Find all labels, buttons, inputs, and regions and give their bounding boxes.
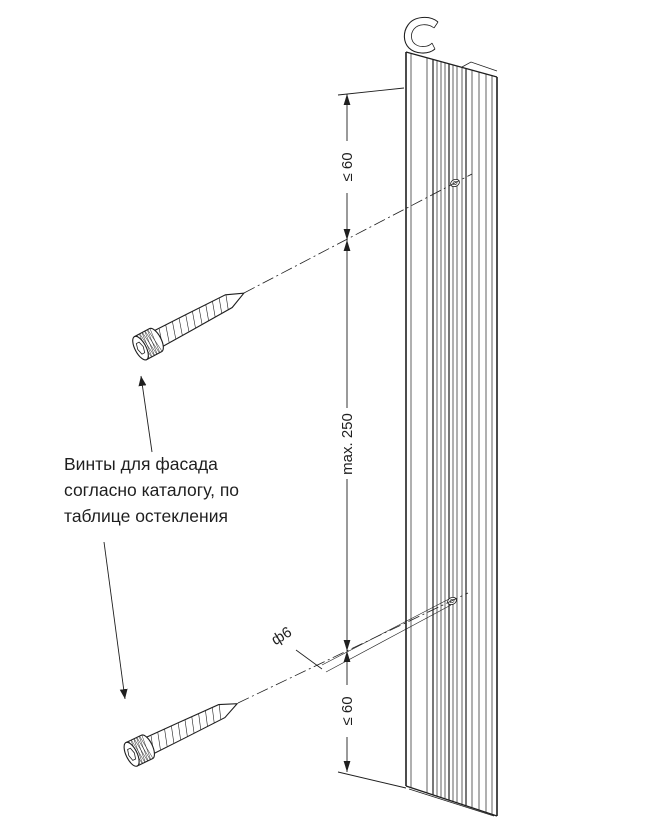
note-block: Винты для фасада согласно каталогу, по т…	[64, 454, 239, 526]
dim-top-label: ≤ 60	[339, 152, 356, 181]
facade-screw-top	[129, 281, 251, 363]
leader-arrow-top	[138, 375, 153, 453]
profile-top-section	[403, 16, 498, 78]
extension-line-top	[337, 87, 405, 96]
profile-rail	[403, 16, 498, 817]
hole-diameter-callout: ф6	[268, 598, 452, 673]
profile-bottom-section	[405, 785, 498, 817]
facade-screw-bottom	[120, 691, 244, 769]
note-line: Винты для фасада	[64, 454, 218, 474]
dimension-chain: ≤ 60 max. 250 ≤ 60	[337, 87, 407, 789]
extension-line-bottom	[337, 771, 407, 789]
note-line: таблице остекления	[64, 506, 228, 526]
centerline-bottom	[237, 592, 469, 704]
note-line: согласно каталогу, по	[64, 480, 239, 500]
centerline-top	[243, 173, 473, 294]
dim-bottom-label: ≤ 60	[339, 696, 356, 725]
hole-diameter-label: ф6	[268, 623, 295, 648]
dim-middle-label: max. 250	[339, 413, 356, 475]
note-leader-arrows	[103, 375, 153, 700]
leader-arrow-bottom	[103, 541, 128, 700]
profile-body-lines	[405, 52, 498, 816]
